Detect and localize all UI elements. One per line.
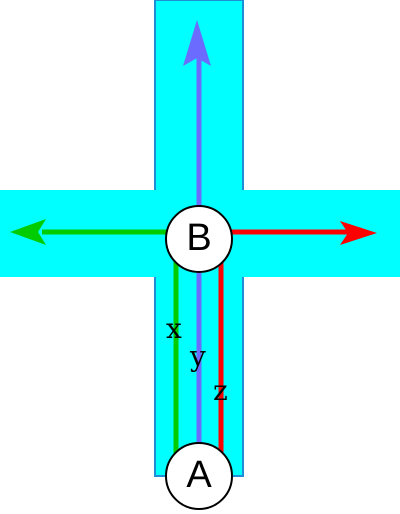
path-z-label: z bbox=[213, 374, 228, 407]
node-b-circle bbox=[165, 205, 233, 273]
path-y-arrowhead bbox=[183, 20, 211, 66]
path-x-arrowhead bbox=[10, 219, 46, 245]
node-a-label: A bbox=[186, 454, 212, 496]
node-b-label: B bbox=[186, 217, 211, 259]
path-y-label: y bbox=[189, 340, 206, 373]
node-b: B bbox=[165, 205, 233, 273]
path-z-arrowhead bbox=[340, 221, 377, 245]
path-x-label: x bbox=[166, 312, 182, 345]
node-a: A bbox=[165, 442, 233, 510]
node-a-circle bbox=[165, 442, 233, 510]
